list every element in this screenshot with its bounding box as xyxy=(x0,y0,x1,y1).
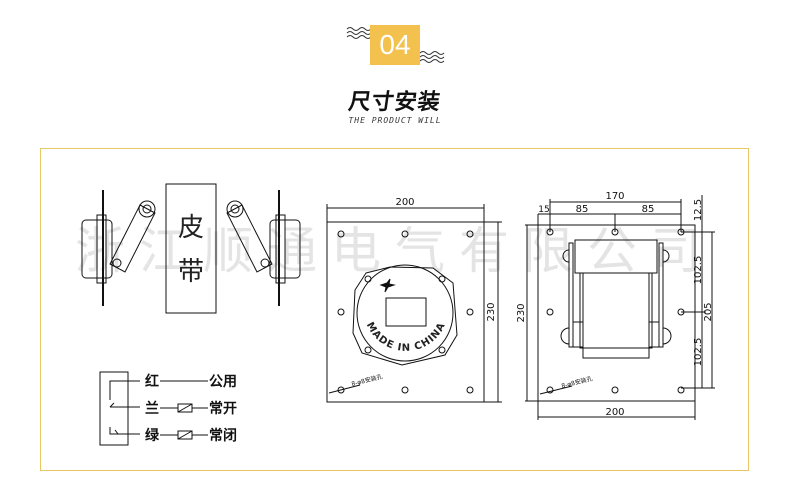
made-in-china-stamp: MADE IN CHINA xyxy=(364,320,448,353)
back-view xyxy=(525,195,715,420)
right-switch-side-view xyxy=(226,190,301,306)
back-dim-total-height: 205 xyxy=(703,302,714,321)
header-decoration xyxy=(346,27,445,63)
back-dim-left: 85 xyxy=(576,204,589,215)
front-view xyxy=(326,204,502,403)
wire-function-0: 公用 xyxy=(209,374,237,390)
wire-function-1: 常开 xyxy=(209,400,237,417)
front-width-dim: 200 xyxy=(395,197,414,208)
belt-box xyxy=(165,183,217,314)
front-holes-note: 8-φ8安装孔 xyxy=(351,372,384,387)
wire-color-1: 兰 xyxy=(145,400,159,417)
back-width-dim: 200 xyxy=(605,407,624,418)
left-switch-side-view xyxy=(81,190,156,306)
front-height-dim: 230 xyxy=(486,302,497,321)
back-dim-right: 85 xyxy=(642,204,655,215)
lightning-logo-icon xyxy=(379,278,396,293)
belt-label-2: 带 xyxy=(178,257,204,287)
back-dim-upper: 102.5 xyxy=(693,256,704,285)
back-dim-top-offset: 12.5 xyxy=(693,199,704,221)
wire-color-0: 红 xyxy=(145,373,159,390)
wiring-diagram xyxy=(99,371,208,446)
wave-lines-left xyxy=(346,27,372,39)
belt-label-1: 皮 xyxy=(178,213,204,243)
back-height-dim: 230 xyxy=(516,303,527,322)
section-subtitle: THE PRODUCT WILL xyxy=(348,116,442,125)
wire-color-2: 绿 xyxy=(145,427,160,444)
back-holes-note: 8-φ8安装孔 xyxy=(561,374,594,389)
watermark: 浙江顺通电气有限公司 xyxy=(75,222,715,280)
wave-lines-right xyxy=(419,51,445,63)
wire-function-2: 常闭 xyxy=(209,427,237,444)
back-dim-lower: 102.5 xyxy=(693,338,704,367)
section-number-badge: 04 xyxy=(370,25,420,65)
back-dim-edge: 15 xyxy=(538,205,549,215)
diagram-frame xyxy=(40,148,749,471)
back-dim-total-width: 170 xyxy=(605,191,624,202)
